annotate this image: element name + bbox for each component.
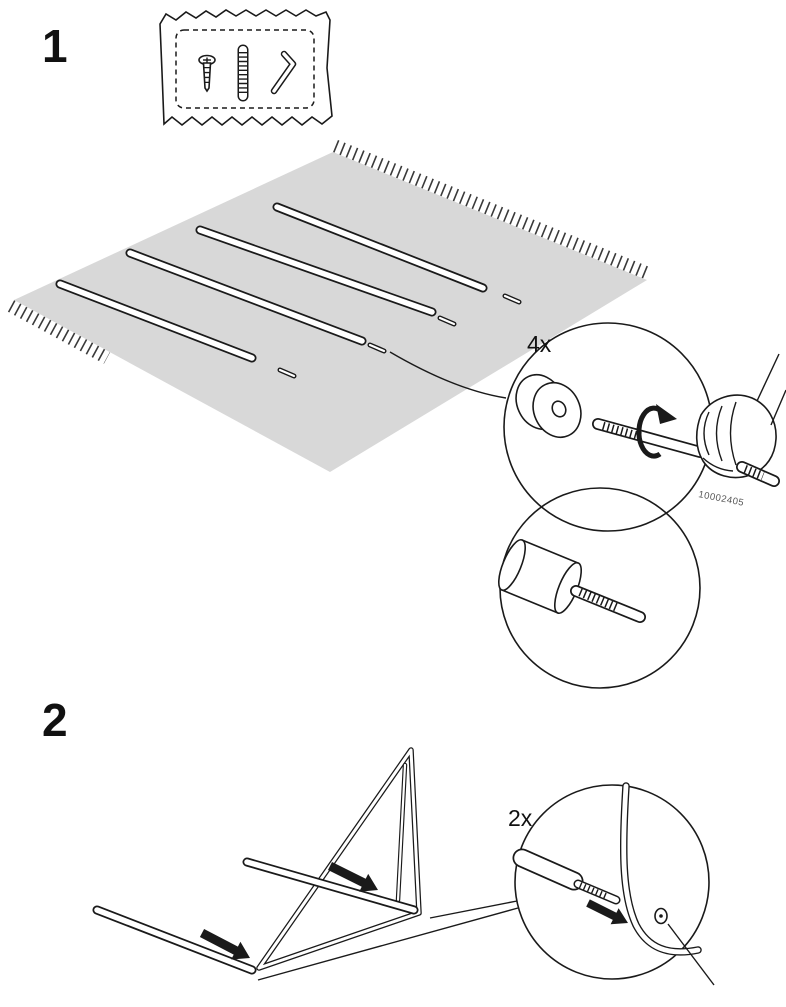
part-number: 10002405 <box>697 489 745 509</box>
rotation-arrow-icon <box>636 404 677 459</box>
insert-rod <box>92 905 257 975</box>
step-1-number: 1 <box>42 20 68 72</box>
quantity-label-1: 4x <box>527 331 552 357</box>
insert-arrow-icon <box>586 899 628 925</box>
countersunk-screw-icon <box>198 54 216 93</box>
callout-rod-to-frame: 2x <box>508 782 715 986</box>
callout-circle-3 <box>514 784 710 980</box>
threaded-stud-large <box>592 418 706 458</box>
metal-rod <box>195 225 457 327</box>
arm-line <box>770 389 786 426</box>
step-2: 2 2x <box>42 694 715 986</box>
metal-rods <box>55 202 522 379</box>
arm-line <box>756 353 780 402</box>
wire-frame <box>256 747 422 971</box>
callout-leader-line <box>429 900 518 919</box>
callout-leader-line <box>389 351 507 399</box>
parts-bag-window <box>175 29 315 109</box>
parts-bag <box>159 9 333 127</box>
metal-rod <box>125 248 387 354</box>
rod-end-cap <box>515 373 582 439</box>
allen-key-icon <box>270 50 297 95</box>
insert-rod <box>242 857 419 915</box>
mount-hole-center <box>659 914 663 918</box>
stud-tip-beyond-hand <box>736 461 780 487</box>
quantity-label-2: 2x <box>508 805 533 831</box>
insert-arrow-icon <box>328 862 378 892</box>
finger-line <box>715 405 723 462</box>
insert-arrow-icon <box>199 929 250 960</box>
rug <box>7 139 652 472</box>
rod-with-stud <box>512 848 621 905</box>
step-1: 1 <box>7 9 786 689</box>
hand <box>695 353 786 479</box>
finger-line <box>729 401 737 466</box>
threaded-hole <box>551 400 567 418</box>
frame-corner-tube <box>619 782 702 956</box>
metal-rod <box>272 202 522 305</box>
callout-stud-inserted <box>497 487 701 689</box>
thumb-line <box>702 457 734 472</box>
rug-fringe-left <box>7 300 111 364</box>
step-2-number: 2 <box>42 694 68 746</box>
callout-screw-stud: 4x <box>503 322 786 532</box>
metal-rod <box>55 279 297 379</box>
finger-line <box>703 411 710 456</box>
inserted-stud <box>570 585 646 623</box>
rug-surface <box>14 152 647 472</box>
callout-leader-line <box>257 907 519 981</box>
frame-edge-line <box>667 923 715 986</box>
